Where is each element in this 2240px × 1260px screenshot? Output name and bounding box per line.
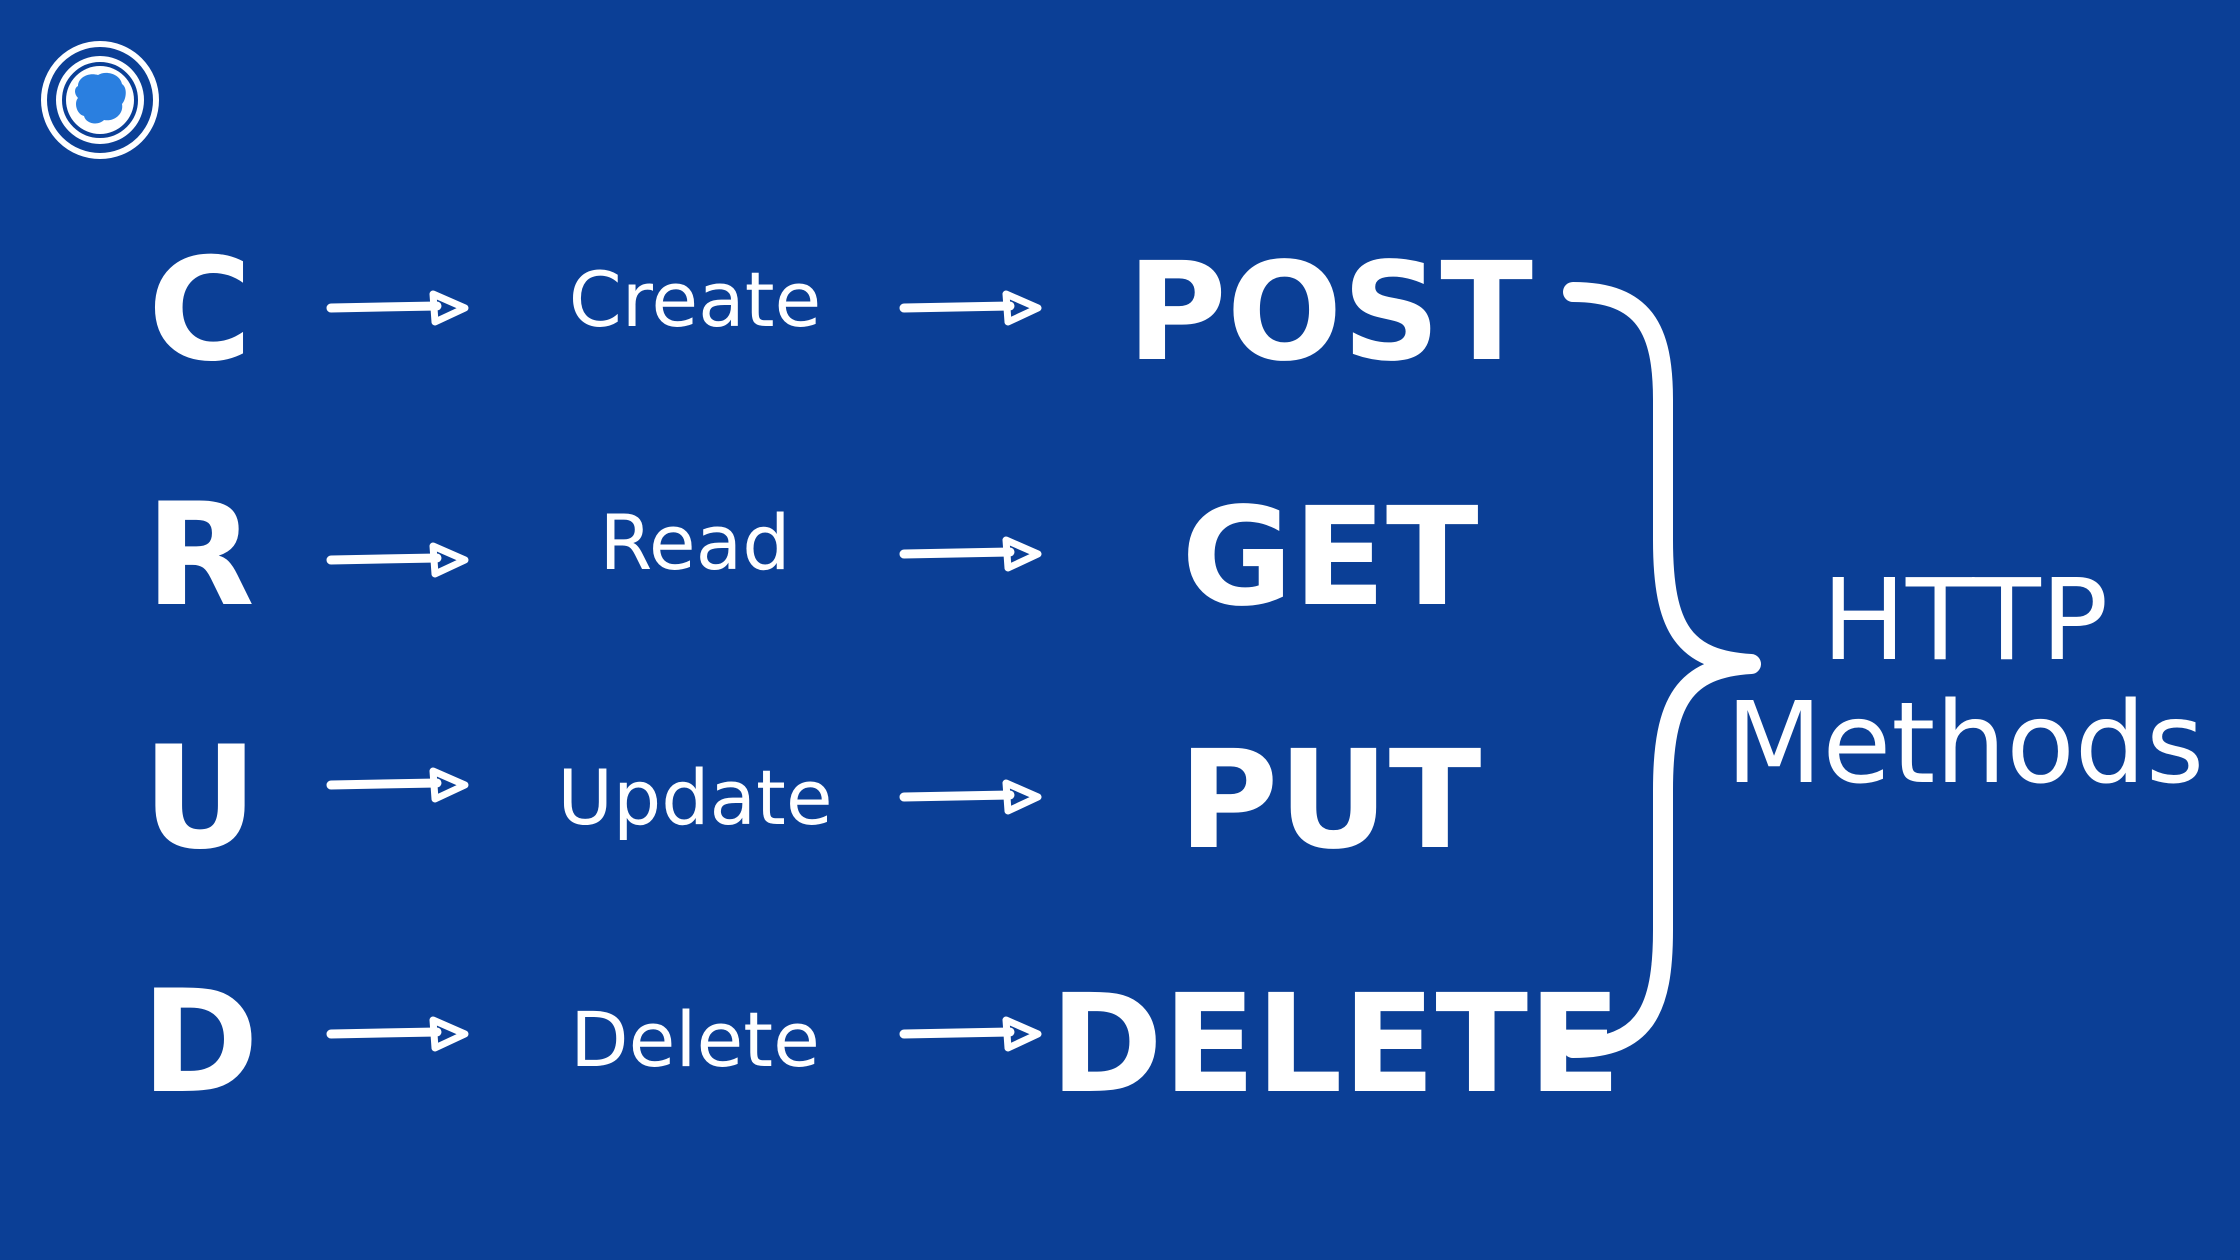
crud-word-delete: Delete — [570, 995, 820, 1084]
crud-letter-d: D — [141, 960, 259, 1125]
arrow-icon — [326, 542, 469, 578]
arrow-icon — [326, 1016, 469, 1052]
http-methods-label: HTTP Methods — [1715, 556, 2215, 810]
crud-letter-u: U — [142, 716, 258, 881]
crud-word-update: Update — [557, 753, 833, 842]
arrow-icon — [899, 536, 1042, 572]
crud-letter-c: C — [147, 228, 253, 393]
http-label-line2: Methods — [1725, 679, 2205, 810]
http-label-line1: HTTP — [1821, 556, 2109, 686]
logo-icon — [41, 41, 159, 159]
http-method-put: PUT — [1178, 722, 1482, 880]
crud-word-read: Read — [599, 498, 791, 587]
arrow-icon — [899, 1016, 1042, 1052]
arrow-icon — [326, 767, 469, 803]
arrow-icon — [899, 290, 1042, 326]
http-method-get: GET — [1181, 479, 1479, 637]
curly-brace-icon — [1563, 282, 1761, 1058]
arrow-icon — [899, 779, 1042, 815]
arrow-icon — [326, 290, 469, 326]
http-method-post: POST — [1126, 234, 1533, 392]
http-method-delete: DELETE — [1050, 966, 1622, 1124]
crud-letter-r: R — [145, 473, 255, 638]
crud-word-create: Create — [568, 255, 822, 344]
